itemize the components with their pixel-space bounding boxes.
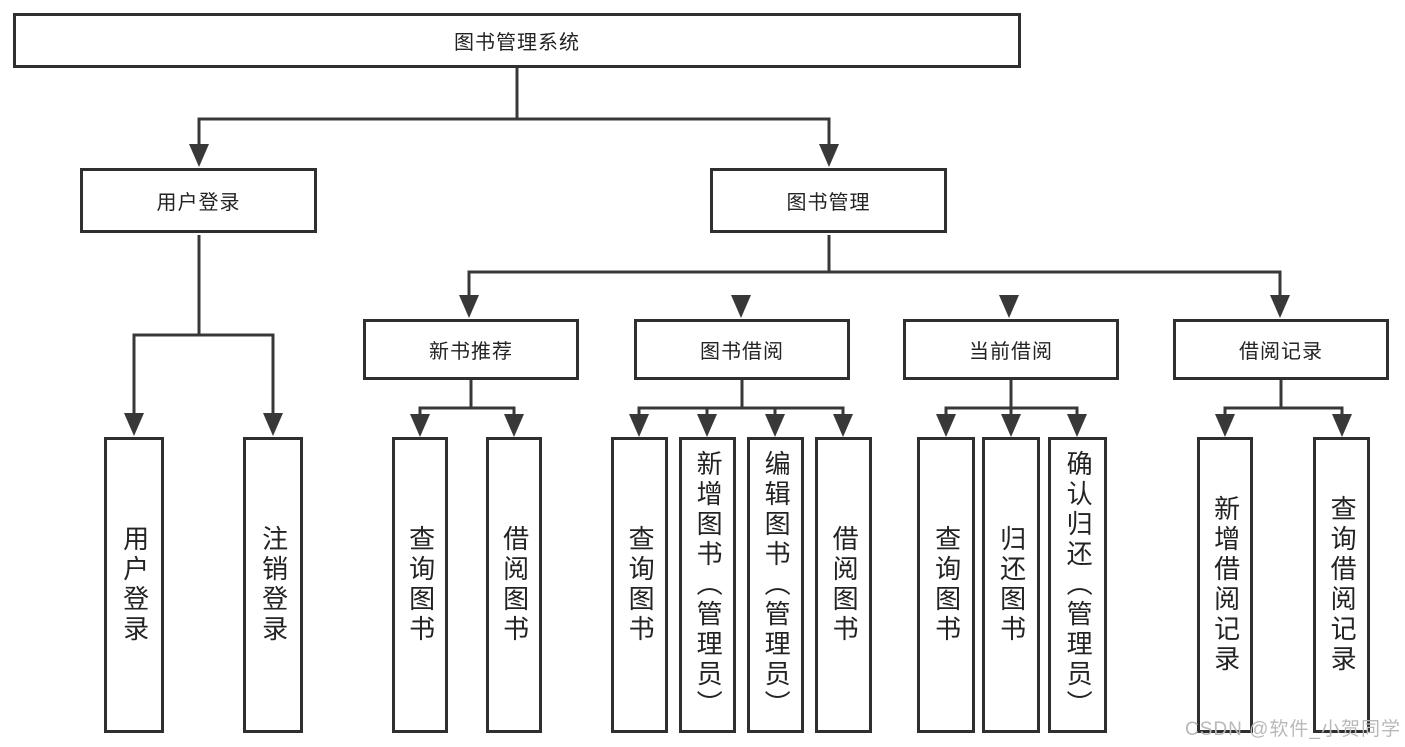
leaf-logout: 注销登录 bbox=[243, 437, 303, 733]
leaf-user-login: 用户登录 bbox=[104, 437, 164, 733]
leaf-return-books: 归还图书 bbox=[982, 437, 1040, 733]
leaf-add-books-admin: 新增图书（管理员） bbox=[679, 437, 736, 733]
leaf-query-books-borrow: 查询图书 bbox=[611, 437, 668, 733]
node-book-borrow: 图书借阅 bbox=[634, 319, 850, 380]
node-new-book-recommend: 新书推荐 bbox=[363, 319, 579, 380]
leaf-query-borrow-record: 查询借阅记录 bbox=[1313, 437, 1370, 733]
leaf-borrow-books-recommend: 借阅图书 bbox=[486, 437, 542, 733]
leaf-borrow-books: 借阅图书 bbox=[815, 437, 872, 733]
leaf-query-books-current: 查询图书 bbox=[917, 437, 975, 733]
csdn-watermark: CSDN @软件_小贺同学 bbox=[1185, 719, 1401, 740]
leaf-query-books-recommend: 查询图书 bbox=[392, 437, 448, 733]
leaf-edit-books-admin: 编辑图书（管理员） bbox=[747, 437, 804, 733]
node-current-borrow: 当前借阅 bbox=[903, 319, 1119, 380]
node-book-management: 图书管理 bbox=[710, 168, 947, 233]
node-user-login: 用户登录 bbox=[80, 168, 317, 233]
node-library-system: 图书管理系统 bbox=[13, 13, 1021, 68]
leaf-add-borrow-record: 新增借阅记录 bbox=[1197, 437, 1253, 733]
node-borrow-record: 借阅记录 bbox=[1173, 319, 1389, 380]
leaf-confirm-return-admin: 确认归还（管理员） bbox=[1048, 437, 1107, 733]
